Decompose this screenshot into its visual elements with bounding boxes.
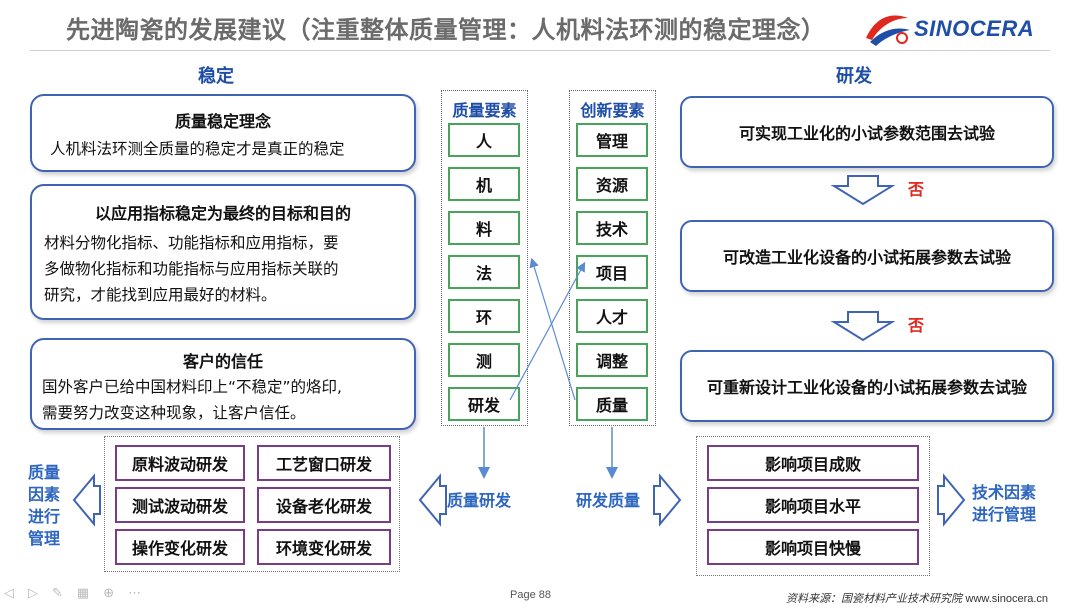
rnd-item-box: 操作变化研发 (115, 529, 245, 565)
brand-name: SINOCERA (914, 16, 1035, 41)
quality-factor-box: 测 (448, 343, 520, 377)
rnd-quality-label: 研发质量 (576, 491, 641, 510)
nav-zoom-icon[interactable]: ⊕ (103, 586, 115, 601)
card-title: 客户的信任 (182, 352, 263, 371)
rnd-item-box: 测试波动研发 (115, 487, 245, 523)
rnd-step-2: 可改造工业化设备的小试拓展参数去试验 (680, 220, 1054, 292)
quality-factor-box: 法 (448, 255, 520, 289)
source-note: 资料来源：国瓷材料产业技术研究院 www.sinocera.cn (786, 592, 1049, 605)
innovation-factor-box: 资源 (576, 167, 648, 201)
innovation-factor-box: 管理 (576, 123, 648, 157)
rnd-item-box: 环境变化研发 (257, 529, 391, 565)
hollow-right-arrow-rnd-quality (653, 473, 682, 527)
quality-factor-box: 机 (448, 167, 520, 201)
impact-item-box: 影响项目水平 (707, 487, 919, 523)
card-line: 需要努力改变这种现象，让客户信任。 (42, 404, 306, 422)
slide-nav-controls[interactable]: ◁ ▷ ✎ ▦ ⊕ ⋯ (4, 586, 141, 601)
quality-factor-management-label: 质量 因素 进行 管理 (28, 463, 61, 548)
stable-heading: 稳定 (198, 66, 234, 87)
card-line: 多做物化指标和功能指标与应用指标关联的 (44, 260, 339, 278)
rnd-step-1: 可实现工业化的小试参数范围去试验 (680, 96, 1054, 168)
innovation-factor-box: 调整 (576, 343, 648, 377)
hollow-right-arrow-tech-factor (937, 473, 966, 527)
card-line: 材料分物化指标、功能指标和应用指标，要 (44, 234, 339, 252)
nav-more-icon[interactable]: ⋯ (128, 586, 142, 601)
innovation-factors-title: 创新要素 (580, 101, 645, 120)
nav-grid-icon[interactable]: ▦ (76, 586, 90, 601)
innovation-factors-column: 创新要素 管理 资源 技术 项目 人才 调整 质量 (569, 90, 656, 426)
rnd-heading: 研发 (836, 66, 872, 87)
rnd-quality-group: 影响项目成败 影响项目水平 影响项目快慢 (696, 436, 930, 576)
innovation-factor-box: 项目 (576, 255, 648, 289)
card-line: 国外客户已给中国材料印上“不稳定”的烙印, (42, 378, 342, 396)
nav-pen-icon[interactable]: ✎ (52, 586, 63, 601)
rnd-item-box: 原料波动研发 (115, 445, 245, 481)
hollow-left-arrow-quality-factor (72, 473, 101, 527)
hollow-down-arrow-2 (830, 311, 896, 342)
card-line: 人机料法环测全质量的稳定才是真正的稳定 (50, 140, 345, 158)
quality-factor-box: 人 (448, 123, 520, 157)
quality-factors-title: 质量要素 (452, 101, 517, 120)
hollow-left-arrow-quality-rnd (418, 473, 447, 527)
quality-factor-box: 研发 (448, 387, 520, 421)
quality-factor-box: 料 (448, 211, 520, 245)
card-quality-stability: 质量稳定理念 人机料法环测全质量的稳定才是真正的稳定 (30, 94, 416, 172)
nav-back-icon[interactable]: ◁ (4, 586, 14, 601)
card-customer-trust: 客户的信任 国外客户已给中国材料印上“不稳定”的烙印, 需要努力改变这种现象，让… (30, 338, 416, 430)
page-number: Page 88 (510, 589, 551, 601)
innovation-factor-box: 质量 (576, 387, 648, 421)
rnd-step-3: 可重新设计工业化设备的小试拓展参数去试验 (680, 350, 1054, 422)
quality-rnd-group: 原料波动研发 工艺窗口研发 测试波动研发 设备老化研发 操作变化研发 环境变化研… (104, 436, 400, 572)
quality-factors-column: 质量要素 人 机 料 法 环 测 研发 (441, 90, 528, 426)
card-application-target: 以应用指标稳定为最终的目标和目的 材料分物化指标、功能指标和应用指标，要 多做物… (30, 184, 416, 320)
rnd-item-box: 工艺窗口研发 (257, 445, 391, 481)
card-title: 以应用指标稳定为最终的目标和目的 (94, 204, 351, 223)
tech-factor-management-label: 技术因素 进行管理 (972, 483, 1037, 524)
title-divider (30, 50, 1050, 51)
impact-item-box: 影响项目快慢 (707, 529, 919, 565)
no-label: 否 (908, 180, 925, 199)
impact-item-box: 影响项目成败 (707, 445, 919, 481)
no-label: 否 (908, 316, 925, 335)
sinocera-swoosh-icon (866, 15, 910, 46)
rnd-item-box: 设备老化研发 (257, 487, 391, 523)
card-title: 质量稳定理念 (174, 112, 271, 131)
quality-rnd-label: 质量研发 (447, 491, 512, 510)
innovation-factor-box: 人才 (576, 299, 648, 333)
quality-factor-box: 环 (448, 299, 520, 333)
nav-forward-icon[interactable]: ▷ (28, 586, 38, 601)
hollow-down-arrow-1 (830, 175, 896, 206)
sinocera-logo: SINOCERA (862, 8, 1062, 48)
innovation-factor-box: 技术 (576, 211, 648, 245)
card-line: 研究，才能找到应用最好的材料。 (44, 286, 277, 304)
page-title: 先进陶瓷的发展建议（注重整体质量管理：人机料法环测的稳定理念） (66, 16, 826, 44)
